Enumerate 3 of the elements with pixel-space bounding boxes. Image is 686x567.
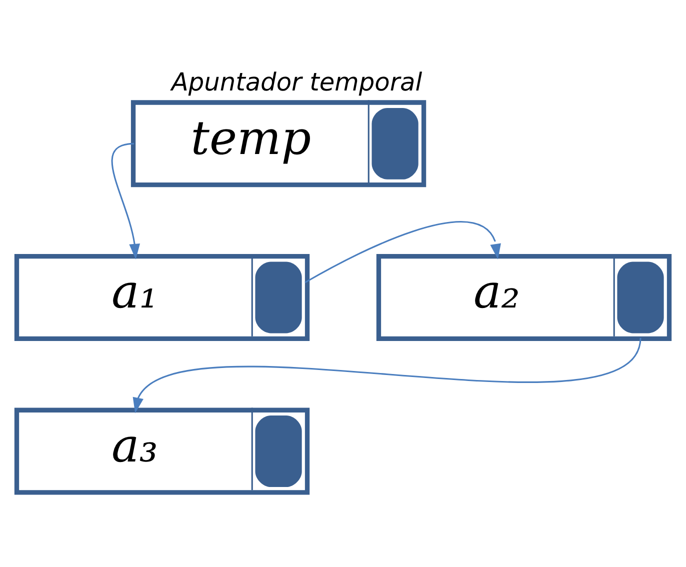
arrow [111, 142, 140, 260]
arrow [304, 221, 501, 284]
node-label: Apuntador temporal [171, 68, 422, 97]
